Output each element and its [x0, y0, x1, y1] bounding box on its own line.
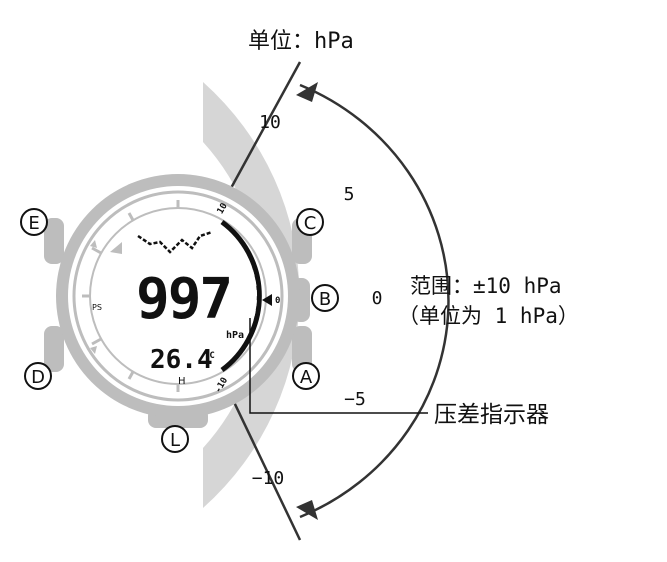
indicator-pointer [262, 294, 272, 306]
scale-tick-minus-10: −10 [252, 468, 285, 489]
range-label-line2: （单位为 1 hPa） [398, 304, 579, 328]
bezel-triangle-upper [110, 242, 122, 254]
range-arrow-head-bottom [296, 500, 318, 520]
scale-tick-0: 0 [372, 288, 383, 309]
svg-text:A: A [300, 367, 313, 388]
scale-tick-minus-5: −5 [344, 389, 366, 410]
button-e-body[interactable] [44, 218, 64, 264]
indicator-scale-arc [220, 219, 262, 373]
watch-bezel-ring [72, 190, 284, 402]
svg-text:L: L [170, 430, 180, 451]
mode-mark: H [178, 376, 186, 387]
bezel-triangle-left-up [90, 240, 97, 248]
range-label-line1: 范围：±10 hPa [410, 274, 562, 298]
indicator-mid-label: 0 [275, 296, 280, 306]
button-label-c: C [296, 208, 324, 236]
button-label-e: E [20, 208, 48, 236]
bezel-triangle-left-down [90, 346, 97, 354]
pressure-reading: 997 [136, 267, 231, 332]
svg-text:D: D [31, 367, 45, 388]
scale-tick-10: 10 [259, 112, 281, 133]
button-d-body[interactable] [44, 326, 64, 372]
temperature-reading: 26.4 [150, 345, 213, 375]
scale-band [203, 82, 300, 508]
unit-label: 单位：hPa [248, 29, 354, 54]
bezel-ps-text: PS [92, 303, 102, 312]
indicator-scale-arc-inner [223, 229, 258, 363]
range-arrow-head-top [296, 82, 318, 102]
svg-text:C: C [304, 213, 317, 234]
indicator-top-label: 10 [216, 202, 230, 216]
svg-text:E: E [28, 213, 39, 234]
pointer-label: 压差指示器 [434, 402, 549, 428]
button-label-b: B [311, 284, 339, 312]
button-label-l: L [161, 425, 189, 453]
pointer-callout-line [249, 318, 428, 414]
svg-text:B: B [319, 289, 331, 310]
watch-dial [89, 207, 267, 385]
temperature-unit: °C [204, 351, 215, 361]
trend-graph [137, 230, 213, 254]
button-label-d: D [24, 362, 52, 390]
range-arrow-arc [299, 83, 450, 519]
watch: PS 997 hPa 26.4 °C H 10 -10 0 [44, 174, 312, 428]
button-a-body[interactable] [292, 326, 312, 372]
button-label-a: A [292, 362, 320, 390]
scale-tick-5: 5 [344, 184, 355, 205]
pressure-unit: hPa [226, 330, 244, 341]
